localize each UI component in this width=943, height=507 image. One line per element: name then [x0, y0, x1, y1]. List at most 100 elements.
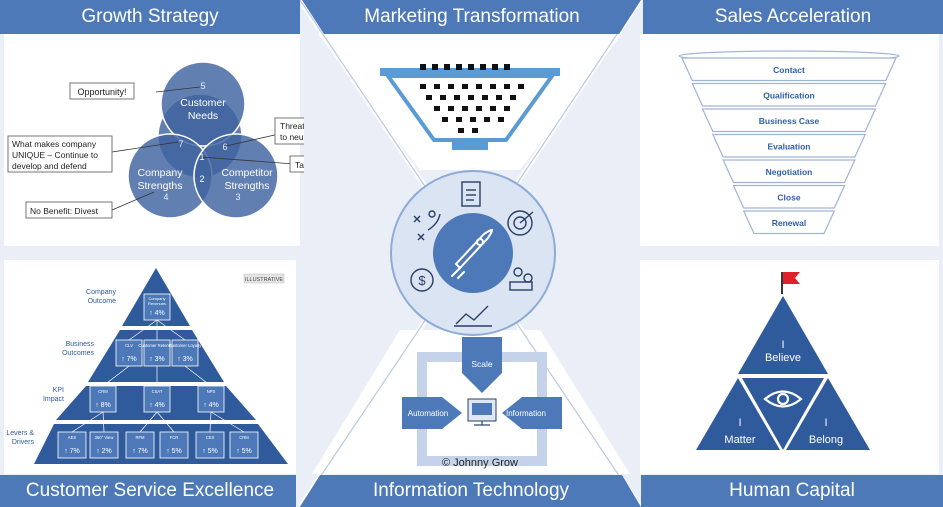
callout-box-unique	[7, 135, 113, 173]
circle-label: Strengths	[138, 180, 183, 192]
kpi-box	[171, 339, 199, 367]
kpi-box-value: ↑ 3%	[149, 356, 165, 363]
header-band-sales	[643, 0, 943, 34]
callout-box-threats	[274, 117, 304, 145]
illustrative-tag	[243, 273, 285, 284]
tier-label: Levers &	[6, 430, 34, 437]
connector-line	[102, 365, 130, 387]
meeting-icon	[509, 267, 533, 291]
connector-line	[128, 319, 158, 341]
title-human-capital: Human Capital	[729, 480, 855, 501]
kpi-box-name: CSAT	[152, 389, 163, 394]
pyramid-text: Belong	[809, 434, 843, 446]
tier-label: Outcome	[88, 298, 117, 305]
kpi-box-name: Revenues	[148, 301, 166, 306]
triangle-matter	[696, 378, 780, 450]
pyramid-text: Believe	[765, 352, 801, 364]
filter-body	[384, 74, 556, 142]
funnel-stage-label: Renewal	[772, 218, 807, 228]
connector-line	[71, 411, 104, 433]
kpi-box-value: ↑ 7%	[64, 448, 80, 455]
service-pyramid: ILLUSTRATIVE Company Outcome Business Ou…	[6, 268, 288, 464]
funnel-stage-label: Business Case	[759, 116, 820, 126]
header-band-marketing	[302, 0, 641, 34]
circle-label: Company	[138, 167, 184, 179]
header-band-service	[0, 475, 296, 507]
kpi-box-name: NPS	[207, 389, 216, 394]
tier-label: Outcomes	[62, 350, 94, 357]
kpi-box-name: Company	[148, 296, 165, 301]
circle-number: 5	[200, 81, 205, 91]
overlap-number: 2	[199, 174, 204, 184]
copyright-credit: © Johnny Grow	[442, 457, 518, 469]
kpi-box	[197, 385, 225, 413]
kpi-box-value: ↑ 5%	[236, 448, 252, 455]
dollar-cycle-icon: $	[410, 268, 434, 292]
title-sales-acceleration: Sales Acceleration	[714, 6, 872, 27]
funnel-stage-label: Negotiation	[766, 167, 813, 177]
circle-number: 4	[163, 192, 168, 202]
automation-label: Automation	[408, 409, 448, 418]
information-arrow	[502, 397, 562, 429]
callout-box-opportunity	[69, 82, 135, 100]
funnel-stage	[732, 184, 846, 209]
connector-line	[210, 411, 245, 433]
triangle-center	[742, 378, 824, 450]
pyramid-text: Matter	[724, 434, 756, 446]
callout-box-stakes	[289, 155, 304, 173]
kpi-box-value: ↑ 7%	[132, 448, 148, 455]
kpi-box	[115, 339, 143, 367]
target-icon	[507, 210, 534, 236]
funnel-stage	[691, 82, 887, 107]
illustrative-text: ILLUSTRATIVE	[245, 277, 283, 283]
title-customer-service-excellence: Customer Service Excellence	[25, 480, 275, 501]
tier-label: Business	[66, 341, 95, 348]
callout-text: Threats: Work	[280, 121, 304, 131]
header-band-human	[641, 475, 943, 507]
connector-line	[209, 411, 212, 433]
header-band-growth	[0, 0, 300, 34]
kpi-box	[229, 431, 259, 459]
callout-line	[155, 86, 201, 93]
kpi-box-name: CRM	[98, 389, 108, 394]
circle-label: Strengths	[225, 180, 270, 192]
callout-text: What makes company	[12, 139, 97, 149]
triangle-belong	[786, 378, 870, 450]
callout-line	[111, 141, 179, 153]
kpi-box-name: RFM	[135, 435, 145, 440]
kpi-box-value: ↑ 2%	[96, 448, 112, 455]
circle-label: Customer	[180, 97, 226, 109]
circle-label: Competitor	[221, 167, 273, 179]
triangle-believe	[738, 296, 828, 374]
circle-customer-needs-shape	[160, 61, 246, 147]
computer-icon	[467, 398, 497, 426]
kpi-box-company-revenues	[143, 293, 171, 321]
circle-label: Needs	[188, 110, 218, 122]
it-diagram: Scale Automation Information	[402, 337, 562, 466]
kpi-box-name: CRM	[239, 435, 249, 440]
circle-competitor-strengths	[193, 133, 279, 219]
header-band-it	[300, 475, 641, 507]
callout-text: Opportunity!	[77, 87, 126, 97]
title-marketing-transformation: Marketing Transformation	[364, 6, 580, 27]
callout-box-divest	[25, 201, 113, 219]
funnel-stage	[711, 133, 867, 158]
tier-label: Company	[86, 289, 116, 296]
kpi-box-value: ↑ 4%	[203, 402, 219, 409]
automation-arrow	[402, 397, 462, 429]
overlap-number: 6	[222, 142, 227, 152]
connector-line	[184, 365, 212, 387]
connector-line	[156, 411, 175, 433]
information-label: Information	[506, 409, 546, 418]
kpi-box	[125, 431, 155, 459]
filter-top-bar	[380, 68, 560, 76]
kpi-box-value: ↑ 8%	[95, 402, 111, 409]
center-hub: $	[390, 170, 556, 336]
callout-line	[200, 156, 295, 165]
connector-line	[156, 319, 186, 341]
tier-label: Impact	[43, 396, 64, 403]
filter-spout	[452, 140, 488, 150]
kpi-box-name: CLV	[125, 343, 133, 348]
callout-text: to neutralize	[280, 132, 304, 142]
human-pyramid: I Believe I Matter I Belong	[696, 272, 870, 450]
